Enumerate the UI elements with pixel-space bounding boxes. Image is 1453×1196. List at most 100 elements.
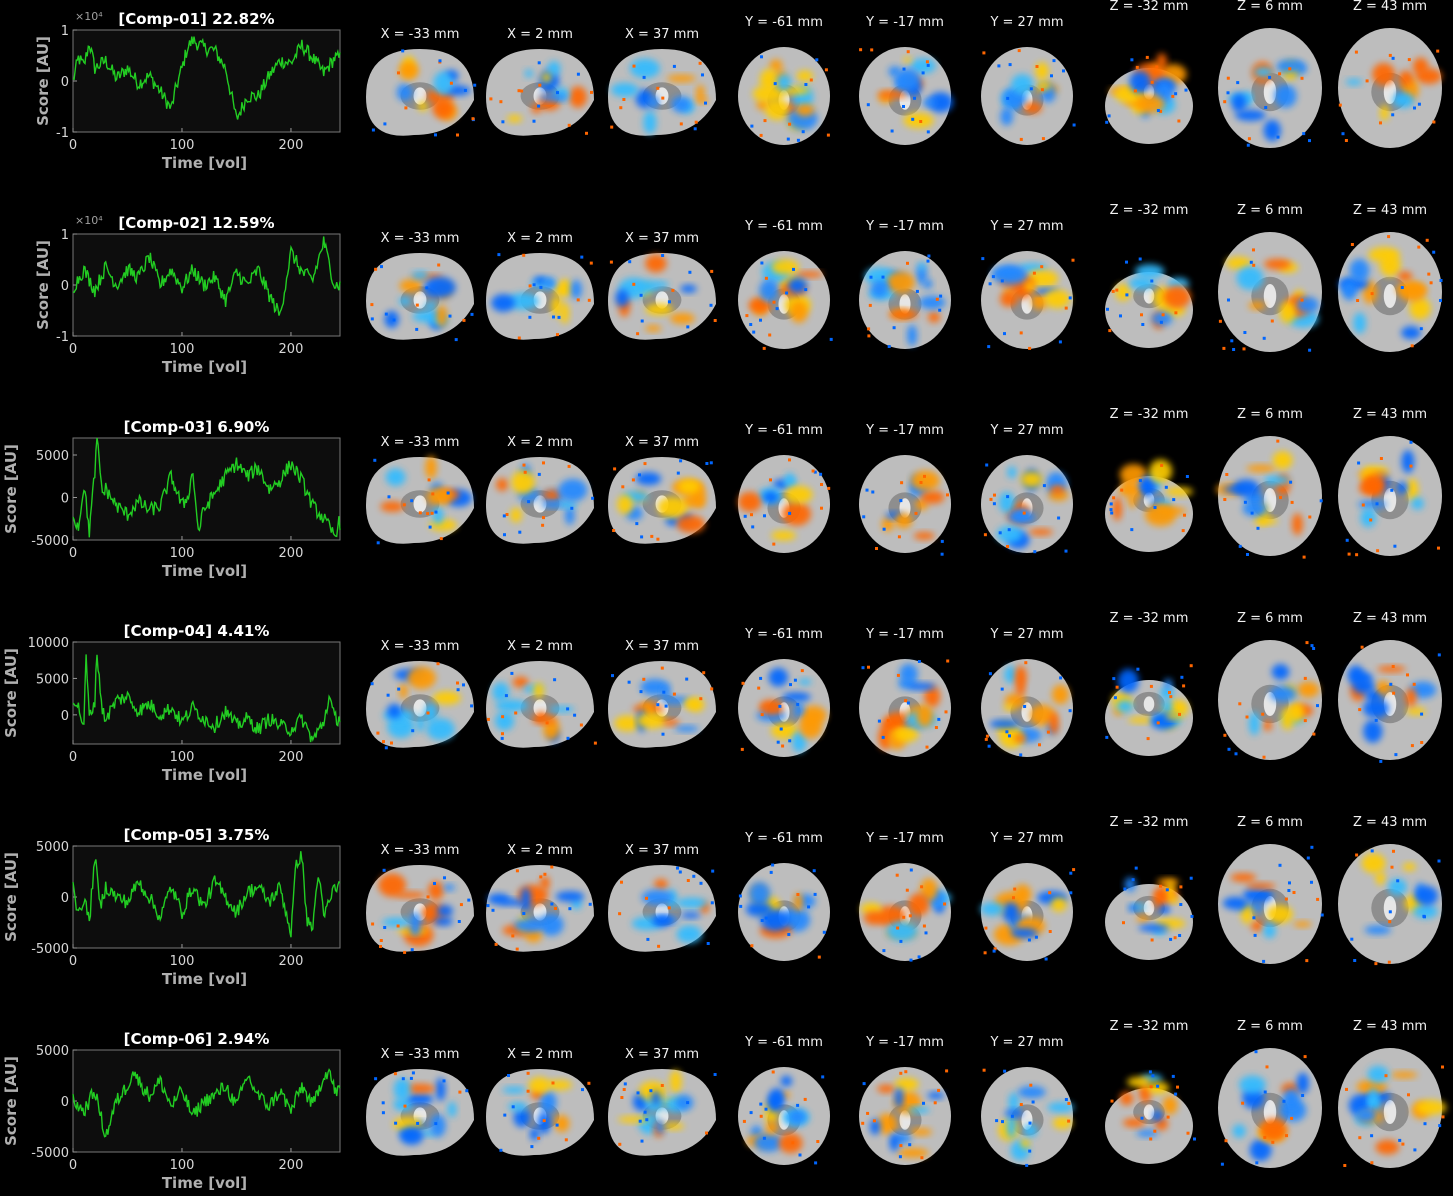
activation-blob xyxy=(759,279,779,302)
x-axis-label: Time [vol] xyxy=(162,154,247,172)
activation-voxel xyxy=(635,522,639,526)
brain-slice xyxy=(486,457,595,544)
activation-voxel xyxy=(545,721,549,725)
activation-blob xyxy=(1136,1129,1159,1138)
activation-voxel xyxy=(1355,553,1359,557)
activation-voxel xyxy=(759,676,763,680)
activation-voxel xyxy=(416,1121,420,1125)
activation-voxel xyxy=(1042,484,1046,488)
activation-voxel xyxy=(1374,718,1378,722)
activation-voxel xyxy=(902,915,906,919)
activation-voxel xyxy=(688,270,692,274)
activation-voxel xyxy=(913,96,916,100)
activation-voxel xyxy=(1028,1121,1032,1125)
activation-blob xyxy=(920,490,945,504)
activation-voxel xyxy=(1303,719,1307,723)
activation-voxel xyxy=(992,949,996,953)
activation-blob xyxy=(788,1109,806,1125)
activation-voxel xyxy=(750,513,753,517)
activation-voxel xyxy=(1379,457,1383,460)
brain-structure xyxy=(1021,294,1033,314)
activation-blob xyxy=(384,310,399,328)
activation-blob xyxy=(894,727,919,743)
activation-voxel xyxy=(908,1143,912,1147)
activation-blob xyxy=(1116,700,1134,713)
activation-blob xyxy=(432,98,454,119)
brain-structure xyxy=(413,495,427,513)
activation-voxel xyxy=(711,869,715,873)
activation-blob xyxy=(1356,1079,1387,1094)
activation-blob xyxy=(1297,681,1320,698)
activation-blob xyxy=(570,279,582,299)
activation-voxel xyxy=(1223,733,1227,737)
activation-voxel xyxy=(764,916,768,920)
x-tick-label: 200 xyxy=(279,1158,304,1173)
activation-blob xyxy=(980,902,1005,916)
activation-voxel xyxy=(1300,76,1304,80)
activation-voxel xyxy=(1420,712,1424,716)
activation-voxel xyxy=(532,283,536,287)
activation-voxel xyxy=(693,127,697,131)
activation-voxel xyxy=(935,297,939,301)
activation-voxel xyxy=(1243,500,1247,504)
activation-blob xyxy=(1144,503,1177,527)
brain-structure xyxy=(1263,80,1277,104)
activation-blob xyxy=(917,262,926,271)
activation-voxel xyxy=(1250,511,1254,515)
activation-blob xyxy=(1000,107,1013,126)
activation-voxel xyxy=(632,64,636,68)
activation-blob xyxy=(780,1075,793,1087)
activation-blob xyxy=(1153,1110,1163,1122)
activation-voxel xyxy=(491,908,495,912)
activation-voxel xyxy=(1159,109,1163,113)
activation-voxel xyxy=(1407,58,1411,62)
activation-voxel xyxy=(1220,1162,1224,1166)
activation-blob xyxy=(1409,681,1437,699)
activation-voxel xyxy=(1379,759,1383,763)
activation-voxel xyxy=(1344,139,1348,142)
activation-voxel xyxy=(409,1076,413,1080)
activation-voxel xyxy=(869,275,873,279)
activation-voxel xyxy=(570,506,574,510)
activation-blob xyxy=(1128,277,1155,290)
activation-voxel xyxy=(989,497,993,501)
activation-blob xyxy=(897,1148,929,1158)
activation-blob xyxy=(661,685,670,701)
slice-label: X = 2 mm xyxy=(507,27,573,42)
activation-voxel xyxy=(862,1082,866,1086)
brain-structure xyxy=(1263,1100,1277,1124)
activation-blob xyxy=(1360,508,1377,528)
activation-voxel xyxy=(431,492,435,496)
activation-voxel xyxy=(465,1089,469,1093)
activation-voxel xyxy=(861,666,865,670)
activation-voxel xyxy=(371,922,375,926)
activation-voxel xyxy=(1289,480,1293,484)
activation-voxel xyxy=(401,49,405,53)
brain-slice xyxy=(1218,844,1324,964)
activation-blob xyxy=(513,1108,530,1128)
activation-voxel xyxy=(1390,865,1394,869)
activation-voxel xyxy=(1423,915,1426,919)
activation-blob xyxy=(1166,880,1175,902)
activation-voxel xyxy=(642,75,646,79)
activation-voxel xyxy=(1041,137,1045,141)
activation-voxel xyxy=(793,678,797,682)
activation-voxel xyxy=(757,686,761,690)
activation-blob xyxy=(569,86,587,108)
activation-blob xyxy=(396,83,413,101)
activation-blob xyxy=(889,1133,899,1152)
slice-label: Y = 27 mm xyxy=(989,423,1063,438)
slice-label: Z = 6 mm xyxy=(1237,611,1303,626)
activation-blob xyxy=(409,912,422,937)
activation-voxel xyxy=(418,511,422,515)
activation-blob xyxy=(1279,301,1297,324)
brain-slice xyxy=(859,863,952,962)
activation-blob xyxy=(784,485,813,504)
y-tick-label: 5000 xyxy=(36,449,69,464)
activation-voxel xyxy=(1308,515,1312,519)
activation-blob xyxy=(1380,105,1389,121)
activation-voxel xyxy=(434,1122,438,1126)
activation-voxel xyxy=(539,285,543,289)
activation-voxel xyxy=(820,506,823,510)
